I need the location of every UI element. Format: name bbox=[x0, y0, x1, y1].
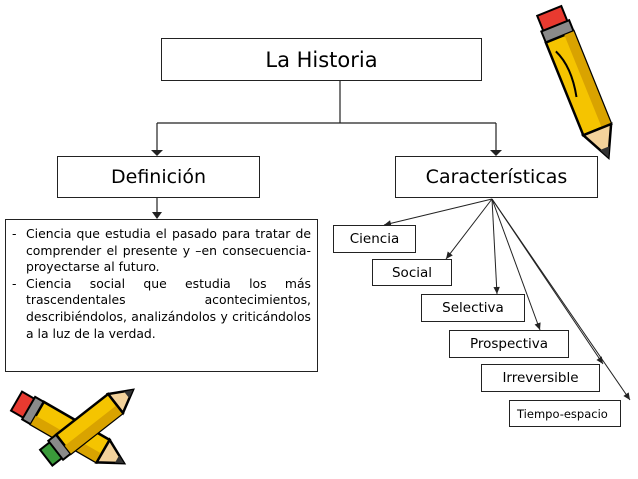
definicion-item: - Ciencia que estudia el pasado para tra… bbox=[12, 226, 311, 275]
pencil-icon bbox=[535, 4, 613, 161]
caracteristicas-node: Características bbox=[395, 156, 598, 198]
definicion-item: - Ciencia social que estudia los más tra… bbox=[12, 275, 311, 341]
caracteristica-label: Prospectiva bbox=[469, 336, 549, 352]
connector-line bbox=[491, 198, 541, 331]
arrowhead bbox=[493, 286, 500, 294]
title-label: La Historia bbox=[265, 47, 378, 72]
arrowhead bbox=[534, 322, 541, 330]
caracteristica-label: Social bbox=[391, 264, 433, 281]
caracteristica-node-ciencia: Ciencia bbox=[333, 225, 416, 253]
connector-line bbox=[383, 198, 493, 226]
caracteristica-label: Irreversible bbox=[502, 370, 579, 386]
caracteristica-node-tiempo-espacio: Tiempo-espacio bbox=[509, 400, 621, 427]
caracteristica-node-irreversible: Irreversible bbox=[481, 364, 600, 392]
connector-line bbox=[491, 198, 498, 295]
definicion-text-box: - Ciencia que estudia el pasado para tra… bbox=[5, 219, 318, 372]
caracteristica-node-selectiva: Selectiva bbox=[421, 294, 525, 322]
definicion-label: Definición bbox=[111, 166, 206, 188]
arrowhead bbox=[596, 356, 603, 364]
arrowhead bbox=[623, 392, 630, 400]
connector-line bbox=[491, 198, 631, 401]
caracteristica-label: Tiempo-espacio bbox=[517, 406, 608, 421]
definicion-node: Definición bbox=[57, 156, 260, 198]
connector-line bbox=[445, 198, 493, 260]
arrowhead bbox=[446, 251, 453, 259]
pencil-icon bbox=[9, 388, 135, 467]
title-node: La Historia bbox=[161, 38, 482, 81]
definicion-item-text: Ciencia que estudia el pasado para trata… bbox=[26, 226, 311, 275]
caracteristica-node-social: Social bbox=[372, 259, 452, 286]
caracteristica-node-prospectiva: Prospectiva bbox=[449, 330, 569, 358]
arrowhead bbox=[384, 220, 392, 227]
caracteristica-label: Selectiva bbox=[442, 300, 504, 316]
caracteristica-label: Ciencia bbox=[349, 231, 400, 247]
caracteristicas-label: Características bbox=[425, 166, 568, 188]
definicion-item-text: Ciencia social que estudia los más trasc… bbox=[26, 275, 311, 341]
